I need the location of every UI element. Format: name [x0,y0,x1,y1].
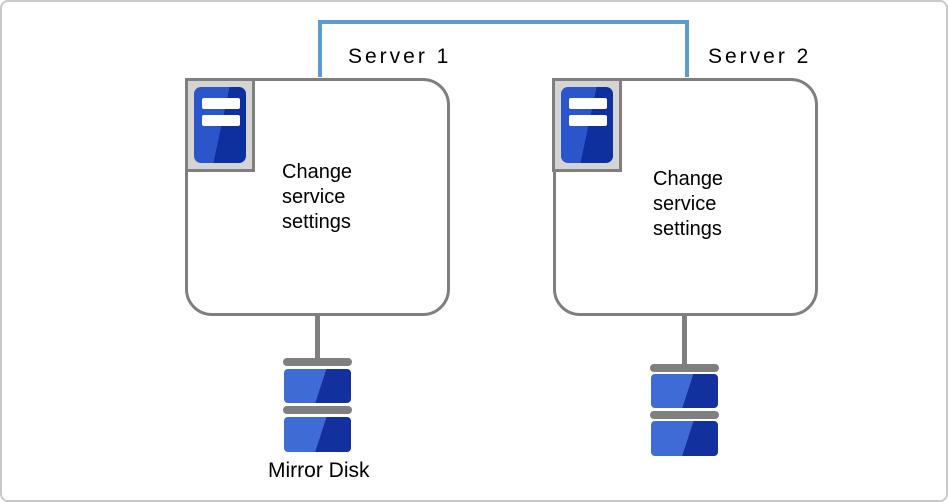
server-icon-slot-bar [569,98,607,109]
box-text-line: Change [653,168,724,190]
disk-body [651,374,718,408]
server1-mirror-disk-icon [283,358,352,452]
server2-label: Server 2 [708,45,812,68]
mirror-disk-label: Mirror Disk [268,459,370,482]
server-icon-slot-bar [202,115,240,126]
server2-server-icon [552,78,622,172]
server1-service-settings-text: Change service settings [282,160,352,235]
disk-platter-bar [650,364,719,372]
server-icon-slot-bar [569,115,607,126]
server-icon-body [194,87,246,163]
server-icon-slot-bar [202,98,240,109]
server2-disk-connector-line [682,314,687,366]
server1-disk-connector-line [315,314,320,360]
box-text-line: settings [282,211,351,233]
server1-server-icon [185,78,255,172]
disk-platter-bar [283,406,352,414]
disk-body [651,421,718,456]
box-text-line: service [653,193,717,215]
disk-body [284,417,351,452]
disk-platter-bar [283,358,352,366]
server2-mirror-disk-icon [650,364,719,456]
disk-body [284,369,351,403]
server2-service-settings-text: Change service settings [653,167,723,242]
server1-label: Server 1 [348,45,452,68]
disk-platter-bar [650,411,719,419]
box-text-line: Change [282,161,353,183]
server-icon-body [561,87,613,163]
box-text-line: service [282,186,346,208]
interconnect-line [318,20,689,77]
box-text-line: settings [653,218,722,240]
